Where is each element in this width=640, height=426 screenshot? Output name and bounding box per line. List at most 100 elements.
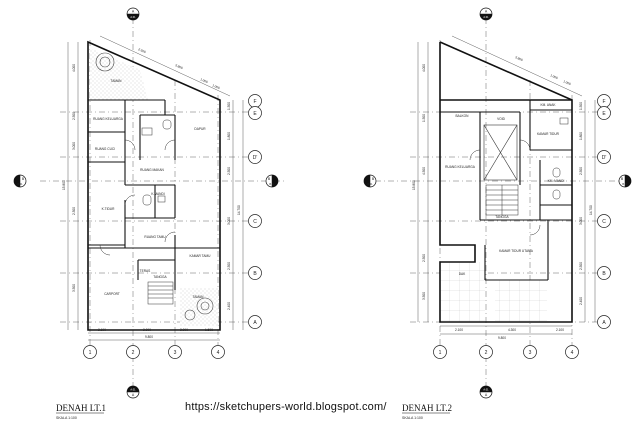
dim-right: 1.800 bbox=[227, 132, 231, 140]
dim-right: 1.800 bbox=[579, 132, 583, 140]
dim-left: 3.500 bbox=[72, 284, 76, 292]
website-link[interactable]: https://sketchupers-world.blogspot.com/ bbox=[185, 401, 387, 413]
grid-col-label: 4 bbox=[571, 350, 574, 356]
dim-bottom: 4.300 bbox=[508, 328, 516, 332]
floor-plan-lt2: BALKON KM. ANAK KAMAR TIDUR VOID RUANG K… bbox=[363, 7, 632, 420]
dim-right: 2.500 bbox=[579, 167, 583, 175]
grid-row-label: D' bbox=[602, 155, 607, 161]
dim-left-total: 15.800 bbox=[62, 180, 66, 190]
room-label: K.MANDI bbox=[151, 192, 164, 196]
section-marker: A.01 A bbox=[126, 385, 140, 399]
room-label: KM. ANAK bbox=[540, 103, 556, 107]
section-marker: B B.01 bbox=[618, 174, 632, 188]
grid-col-label: 2 bbox=[485, 350, 488, 356]
section-marker: B B.01 bbox=[13, 174, 27, 188]
room-label: RUANG CUCI bbox=[95, 147, 115, 151]
grid-col-label: 3 bbox=[174, 350, 177, 356]
svg-text:A: A bbox=[485, 10, 488, 14]
grid-col-label: 1 bbox=[439, 350, 442, 356]
room-label: CARPORT bbox=[104, 292, 120, 296]
plan-scale: SKALA 1:100 bbox=[56, 416, 77, 420]
grid-col-label: 1 bbox=[89, 350, 92, 356]
svg-text:A: A bbox=[132, 393, 135, 397]
dim-bottom: 2.100 bbox=[98, 328, 106, 332]
section-marker: A A.01 bbox=[479, 7, 493, 21]
grid-row-label: F bbox=[253, 99, 256, 105]
dim-bottom: 2.000 bbox=[143, 328, 151, 332]
grid-col-label: 2 bbox=[132, 350, 135, 356]
svg-text:B.01: B.01 bbox=[269, 183, 275, 186]
grid-row-label: C bbox=[602, 219, 606, 225]
dim-top: 1.000 bbox=[563, 79, 572, 86]
dim-right-total: 14.700 bbox=[589, 205, 593, 215]
grid-row-label: B bbox=[602, 271, 606, 277]
dim-left: 2.300 bbox=[72, 207, 76, 215]
grid-row-label: E bbox=[253, 111, 257, 117]
dim-right: 1.500 bbox=[579, 102, 583, 110]
svg-text:B: B bbox=[268, 177, 271, 181]
dim-bottom: 2.100 bbox=[556, 328, 564, 332]
room-label: KAMAR TAMU bbox=[190, 254, 212, 258]
svg-text:A.01: A.01 bbox=[483, 16, 489, 19]
dim-bottom-total: 9.800 bbox=[498, 336, 506, 340]
room-label: TERAS bbox=[140, 269, 151, 273]
dim-left-total: 15.800 bbox=[412, 180, 416, 190]
dim-right: 2.400 bbox=[579, 297, 583, 305]
room-label: DAK bbox=[459, 272, 466, 276]
svg-text:B.01: B.01 bbox=[367, 183, 373, 186]
room-label: KAMAR TIDUR bbox=[537, 132, 560, 136]
svg-text:A: A bbox=[485, 393, 488, 397]
dim-bottom: 2.100 bbox=[455, 328, 463, 332]
dim-right: 3.000 bbox=[227, 217, 231, 225]
dim-bottom: 1.500 bbox=[205, 328, 213, 332]
grid-col-label: 3 bbox=[529, 350, 532, 356]
svg-text:B: B bbox=[22, 177, 25, 181]
svg-text:A.01: A.01 bbox=[130, 389, 136, 392]
dim-left: 4.000 bbox=[422, 64, 426, 72]
dim-left: 4.500 bbox=[422, 167, 426, 175]
grid-row-label: A bbox=[253, 320, 257, 326]
room-label: TANGGA bbox=[495, 215, 509, 219]
room-label: TAMAN bbox=[111, 79, 123, 83]
dim-top: 5.800 bbox=[175, 63, 184, 70]
plan-title: DENAH LT.2 bbox=[402, 403, 452, 413]
dim-left: 1.500 bbox=[422, 114, 426, 122]
svg-text:A.01: A.01 bbox=[483, 389, 489, 392]
grid-row-label: C bbox=[253, 219, 257, 225]
dim-left: 2.500 bbox=[422, 254, 426, 262]
dim-top: 1.000 bbox=[550, 73, 559, 80]
grid-row-label: B bbox=[253, 271, 257, 277]
dim-left: 3.000 bbox=[72, 142, 76, 150]
dim-right: 2.500 bbox=[227, 167, 231, 175]
section-marker: B B.01 bbox=[363, 174, 377, 188]
dim-top: 2.500 bbox=[138, 47, 147, 54]
section-marker: B B.01 bbox=[265, 174, 279, 188]
dim-right: 2.500 bbox=[579, 262, 583, 270]
grid-row-label: A bbox=[602, 320, 606, 326]
room-label: DAPUR bbox=[194, 127, 206, 131]
svg-text:B.01: B.01 bbox=[17, 183, 23, 186]
dim-left: 3.500 bbox=[422, 292, 426, 300]
room-label: VOID bbox=[497, 117, 505, 121]
room-label: BALKON bbox=[456, 114, 470, 118]
grid-row-label: D' bbox=[253, 155, 258, 161]
room-label: RUANG KELUARGA bbox=[445, 165, 476, 169]
dim-top: 5.800 bbox=[515, 55, 524, 62]
dim-right: 2.500 bbox=[227, 262, 231, 270]
room-label: RUANG KELUARGA bbox=[93, 117, 124, 121]
svg-text:A.01: A.01 bbox=[130, 16, 136, 19]
room-label: TANGGA bbox=[153, 275, 167, 279]
dim-right: 3.000 bbox=[579, 217, 583, 225]
dim-left: 4.000 bbox=[72, 64, 76, 72]
dim-left: 2.500 bbox=[72, 112, 76, 120]
room-label: KM. MANDI bbox=[548, 179, 565, 183]
svg-text:A: A bbox=[132, 10, 135, 14]
svg-text:B: B bbox=[621, 177, 624, 181]
room-label: RUANG TAMU bbox=[144, 235, 166, 239]
dim-right-total: 14.700 bbox=[237, 205, 241, 215]
svg-text:B: B bbox=[372, 177, 375, 181]
dim-top: 1.000 bbox=[200, 77, 209, 84]
room-label: K.TIDUR bbox=[102, 207, 115, 211]
dim-right: 1.500 bbox=[227, 102, 231, 110]
